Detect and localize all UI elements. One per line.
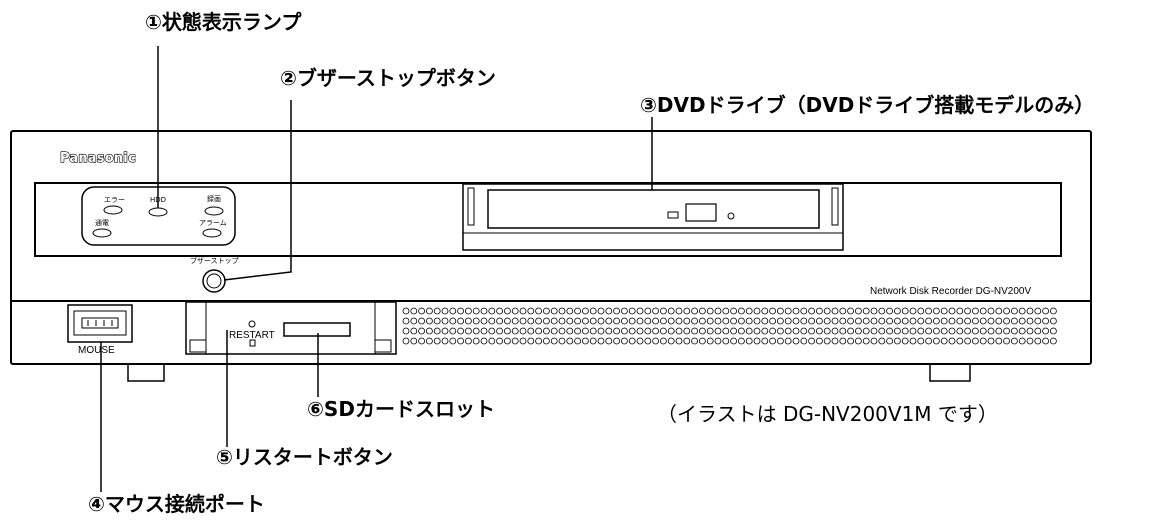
- front-band: [34, 182, 1062, 257]
- led-label-error: エラー: [104, 196, 125, 204]
- led-label-power: 通電: [95, 219, 109, 227]
- illustration-note: （イラストは DG-NV200V1M です）: [657, 402, 998, 426]
- model-name: Network Disk Recorder DG-NV200V: [870, 286, 1032, 297]
- restart-button: [248, 320, 256, 328]
- dvd-tray-frame: [462, 183, 844, 251]
- led-label-alarm: アラーム: [199, 219, 227, 227]
- callout-restart-button: ⑤リスタートボタン: [216, 445, 393, 469]
- vent-grille: [402, 307, 1057, 345]
- mouse-port-label: MOUSE: [78, 345, 115, 356]
- led-label-hdd: HDD: [150, 196, 167, 204]
- buzzer-stop-button: [202, 269, 226, 293]
- restart-label: RESTART: [229, 330, 275, 341]
- callout-buzzer-stop: ②ブザーストップボタン: [280, 66, 496, 90]
- mouse-port-frame: [67, 304, 133, 343]
- callout-status-lamp: ①状態表示ランプ: [145, 10, 302, 34]
- callout-mouse-port: ④マウス接続ポート: [88, 492, 265, 516]
- sd-card-slot: [283, 322, 351, 337]
- sd-door: [185, 301, 397, 355]
- led-label-record: 録画: [207, 195, 221, 203]
- callout-dvd-drive: ③DVDドライブ（DVDドライブ搭載モデルのみ）: [640, 93, 1095, 117]
- callout-sd-slot: ⑥SDカードスロット: [307, 397, 495, 421]
- brand-logo: Panasonic: [59, 150, 136, 166]
- dvd-tray: [487, 189, 820, 229]
- buzzer-stop-label: ブザーストップ: [190, 257, 239, 265]
- chassis-outline: [10, 130, 1092, 365]
